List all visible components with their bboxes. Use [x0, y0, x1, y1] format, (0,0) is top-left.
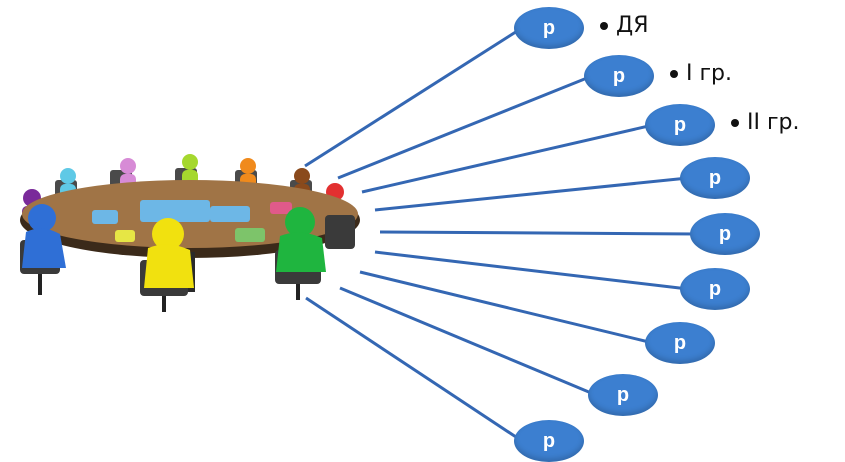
node-ellipse: р [680, 157, 750, 199]
bullet-icon [600, 22, 608, 30]
node-tag-label: II гр. [747, 110, 800, 135]
connector-line [361, 123, 654, 194]
node-tag: I гр. [670, 61, 732, 86]
connector-lines [304, 26, 699, 443]
node-ellipse: р [584, 55, 654, 97]
connector-line [339, 286, 597, 397]
node-ellipse: р [514, 7, 584, 49]
round-table-meeting-illustration [20, 154, 360, 312]
connector-line [304, 26, 523, 168]
connector-line [359, 270, 654, 345]
node-tag-label: I гр. [686, 61, 732, 86]
node-ellipse: р [514, 420, 584, 462]
connector-line [379, 230, 699, 236]
connector-line [305, 296, 523, 443]
node-tag: II гр. [731, 110, 800, 135]
connector-line [374, 176, 689, 212]
node-ellipse: р [645, 322, 715, 364]
node-ellipse: р [645, 104, 715, 146]
node-tag: ДЯ [600, 13, 648, 38]
connector-line [337, 74, 593, 180]
bullet-icon [670, 70, 678, 78]
bullet-icon [731, 119, 739, 127]
node-ellipse: р [690, 213, 760, 255]
node-tag-label: ДЯ [616, 13, 649, 38]
connector-line [374, 250, 689, 291]
node-ellipse: р [588, 374, 658, 416]
node-ellipse: р [680, 268, 750, 310]
